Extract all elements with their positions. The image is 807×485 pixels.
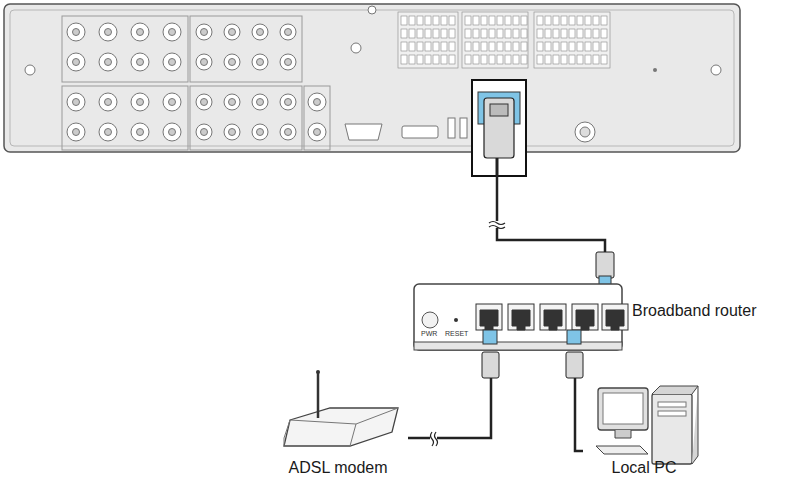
device-label: Broadband router	[632, 302, 757, 320]
pc-node: Local PC	[585, 378, 703, 485]
router-node: Broadband router	[410, 280, 790, 352]
device-label: ADSL modem	[289, 459, 388, 477]
router-body	[414, 284, 628, 350]
device-label: Local PC	[612, 459, 677, 477]
dvr-rear-panel	[4, 4, 740, 176]
modem-node: ADSL modem	[268, 395, 408, 485]
panel-marking: RESET	[445, 330, 468, 337]
adsl-modem	[284, 370, 398, 446]
network-cable	[575, 352, 585, 451]
network-cable	[408, 352, 491, 438]
local-pc	[596, 386, 698, 464]
panel-marking: PWR	[421, 330, 437, 337]
